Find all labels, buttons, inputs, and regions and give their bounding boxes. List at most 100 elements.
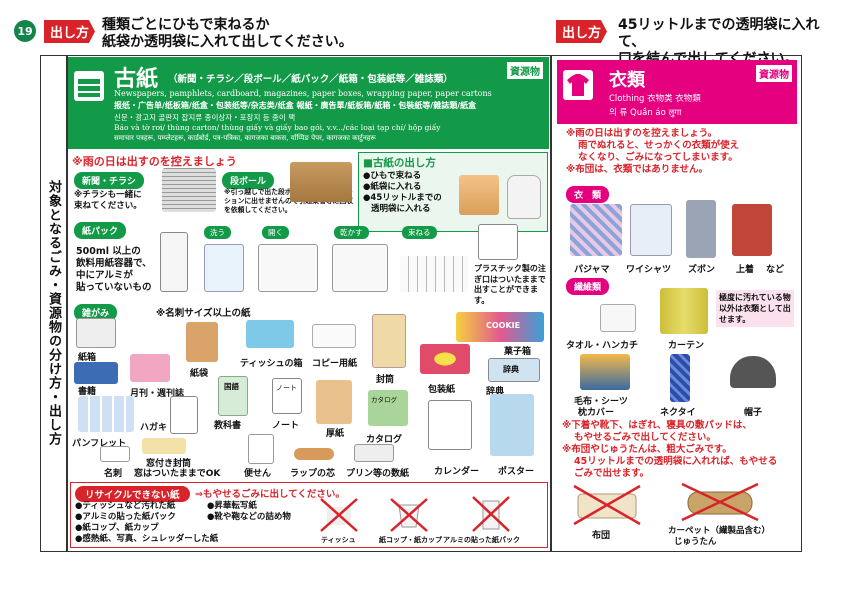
item-postcard-label: ハガキ xyxy=(140,423,168,433)
how-item: ●45リットルまでの xyxy=(363,193,442,203)
news-note-line2: 束ねてください。 xyxy=(74,201,142,211)
letter-paper-image xyxy=(248,434,274,464)
postcard-image xyxy=(170,396,198,434)
paper-how-box: ■古紙の出し方 ●ひもで束ねる ●紙袋に入れる ●45リットルまでの 透明袋に入… xyxy=(358,152,548,232)
nr-alu-pack-label: アルミの貼った紙パック xyxy=(443,536,520,544)
fiber-dirty-note: 極度に汚れている物以外は衣類として出せます。 xyxy=(716,290,794,327)
step-open: 開く xyxy=(262,226,289,239)
misc-pill: 雑がみ xyxy=(74,304,118,321)
textbook-image: 国語 xyxy=(218,376,248,416)
item-calendar-label: カレンダー xyxy=(434,467,480,477)
nr-tissue-label: ティッシュ xyxy=(321,536,356,544)
snack-box-image: COOKIE xyxy=(456,312,544,342)
futon-label: 布団 xyxy=(592,531,611,541)
main-frame xyxy=(40,55,802,552)
item-copy-label: コピー用紙 xyxy=(312,359,358,369)
how-item: ●ひもで束ねる xyxy=(363,171,422,181)
tissue-box-image xyxy=(246,320,294,348)
pack-desc: 500ml 以上の 飲料用紙容器で、 中にアルミが 貼っていないもの xyxy=(76,246,152,294)
dictionary-cover-text: 辞典 xyxy=(503,365,519,374)
paper-title: 古紙 xyxy=(114,67,159,92)
step-bundle: 束ねる xyxy=(402,226,437,239)
news-note-line1: ※チラシも一緒に xyxy=(74,190,142,200)
carpet-label-1: カーペット（繊製品含む） xyxy=(668,526,771,536)
page-number: 19 xyxy=(14,20,36,42)
nr-item: ●靴や鞄などの詰め物 xyxy=(207,512,291,522)
magazine-image xyxy=(130,354,170,382)
step-wash: 洗う xyxy=(204,226,231,239)
left-header-line2: 紙袋か透明袋に入れて出してください。 xyxy=(102,34,353,50)
towel-image xyxy=(600,304,636,332)
non-recyclable-box: リサイクルできない紙 ⇒もやせるごみに出してください。 ●ティッシュなど汚れた紙… xyxy=(70,482,548,548)
paper-vi: Báo và tờ rơi/ thùng carton/ thùng giấy … xyxy=(114,123,441,132)
item-notebook-label: ノート xyxy=(272,421,300,431)
curtain-image xyxy=(660,288,708,334)
pack-desc-line: 500ml 以上の xyxy=(76,246,141,257)
cardboard-image xyxy=(290,162,352,202)
clothing-warning: ※下着や靴下、はぎれ、寝具の敷パッドは、 xyxy=(562,420,752,431)
non-recyclable-pill: リサイクルできない紙 xyxy=(75,486,190,502)
item-card-label: 名刺 xyxy=(104,469,123,479)
item-magazine-label: 月刊・週刊誌 xyxy=(130,389,185,399)
paper-title-sub: （新聞・チラシ／段ボール／紙パック／紙箱・包装紙等／雑誌類） xyxy=(168,74,453,85)
paper-header: 古紙 （新聞・チラシ／段ボール／紙パック／紙箱・包装紙等／雑誌類） 資源物 Ne… xyxy=(68,57,549,149)
newspaper-bundle-image xyxy=(162,168,216,212)
fiber-blanket-label: 毛布・シーツ xyxy=(574,397,628,407)
step-dry: 乾かす xyxy=(334,226,369,239)
item-box-label: 紙箱 xyxy=(78,353,97,363)
news-pill: 新聞・チラシ xyxy=(74,172,144,189)
nr-cup-image xyxy=(389,497,429,533)
frame-divider-mid xyxy=(550,55,552,552)
clothes-pill: 衣 類 xyxy=(566,186,610,203)
clothing-warning: もやせるごみで出してください。 xyxy=(574,432,716,443)
item-textbook-label: 教科書 xyxy=(214,421,242,431)
item-poster-label: ポスター xyxy=(498,467,535,477)
paper-how-list: ●ひもで束ねる ●紙袋に入れる ●45リットルまでの 透明袋に入れる xyxy=(363,171,442,215)
cardboard-pill: 段ボール xyxy=(222,172,275,189)
pack-desc-line: 中にアルミが xyxy=(76,270,133,281)
clothing-note: ※布団は、衣類ではありません。 xyxy=(566,164,708,175)
nr-item: ●アルミの貼った紙パック xyxy=(75,512,176,522)
clothes-trousers-label: ズボン xyxy=(688,265,716,275)
item-pamphlet-label: パンフレット xyxy=(72,439,127,449)
vertical-title: 対象となるごみ・資源物の分け方・出し方 xyxy=(46,180,61,446)
how-item: ●紙袋に入れる xyxy=(363,182,422,192)
clothing-multi1: Clothing 衣物类 衣物類 xyxy=(609,94,701,104)
shirt-image xyxy=(630,204,672,256)
item-dict-label: 辞典 xyxy=(486,387,505,397)
clothes-shirt-label: ワイシャツ xyxy=(626,265,672,275)
clothes-jacket-label: 上着 xyxy=(736,265,755,275)
clothing-warning: ※布団やじゅうたんは、粗大ごみです。 xyxy=(562,444,732,455)
bundle-image xyxy=(459,175,499,215)
shirt-icon xyxy=(563,70,593,100)
notebook-cover-text: ノート xyxy=(276,384,297,392)
paper-rain-note: ※雨の日は出すのを控えましょう xyxy=(72,155,237,168)
blanket-image xyxy=(580,354,630,390)
wrap-core-image xyxy=(294,448,334,460)
cardstock-image xyxy=(316,380,352,424)
left-header-line1: 種類ごとにひもで束ねるか xyxy=(102,17,270,33)
paper-how-title: ■古紙の出し方 xyxy=(363,157,436,169)
nr-tissue-image xyxy=(319,497,359,533)
how-item: 透明袋に入れる xyxy=(371,204,431,214)
pack-desc-line: 貼っていないもの xyxy=(76,282,152,293)
pamphlet-image xyxy=(78,396,134,432)
clothing-warning: ごみで出せます。 xyxy=(574,468,650,479)
bag-image xyxy=(186,322,218,362)
futon-image xyxy=(572,484,642,526)
calendar-image xyxy=(428,400,472,450)
necktie-image xyxy=(670,354,690,402)
nr-item: ●感熱紙、写真、シュレッダーした紙 xyxy=(75,534,219,544)
poster-image xyxy=(490,394,534,456)
paper-stack-icon xyxy=(74,71,104,101)
window-envelope-image xyxy=(142,438,186,454)
spout-carton-image xyxy=(478,224,518,260)
bundled-packs-image xyxy=(400,256,468,292)
frame-divider-left xyxy=(66,55,68,552)
item-wrap-label: 包装紙 xyxy=(428,385,456,395)
paper-ne: समाचार पत्रहरू, पम्प्लेटहरू, कार्डबोर्ड,… xyxy=(114,134,376,142)
nr-alu-pack-image xyxy=(471,495,511,533)
clothing-warnings: ※下着や靴下、はぎれ、寝具の敷パッドは、 もやせるごみで出してください。 ※布団… xyxy=(562,420,777,480)
clothing-multi2: 의 류 Quần áo लुगा xyxy=(609,108,682,118)
envelope-image xyxy=(372,314,406,368)
